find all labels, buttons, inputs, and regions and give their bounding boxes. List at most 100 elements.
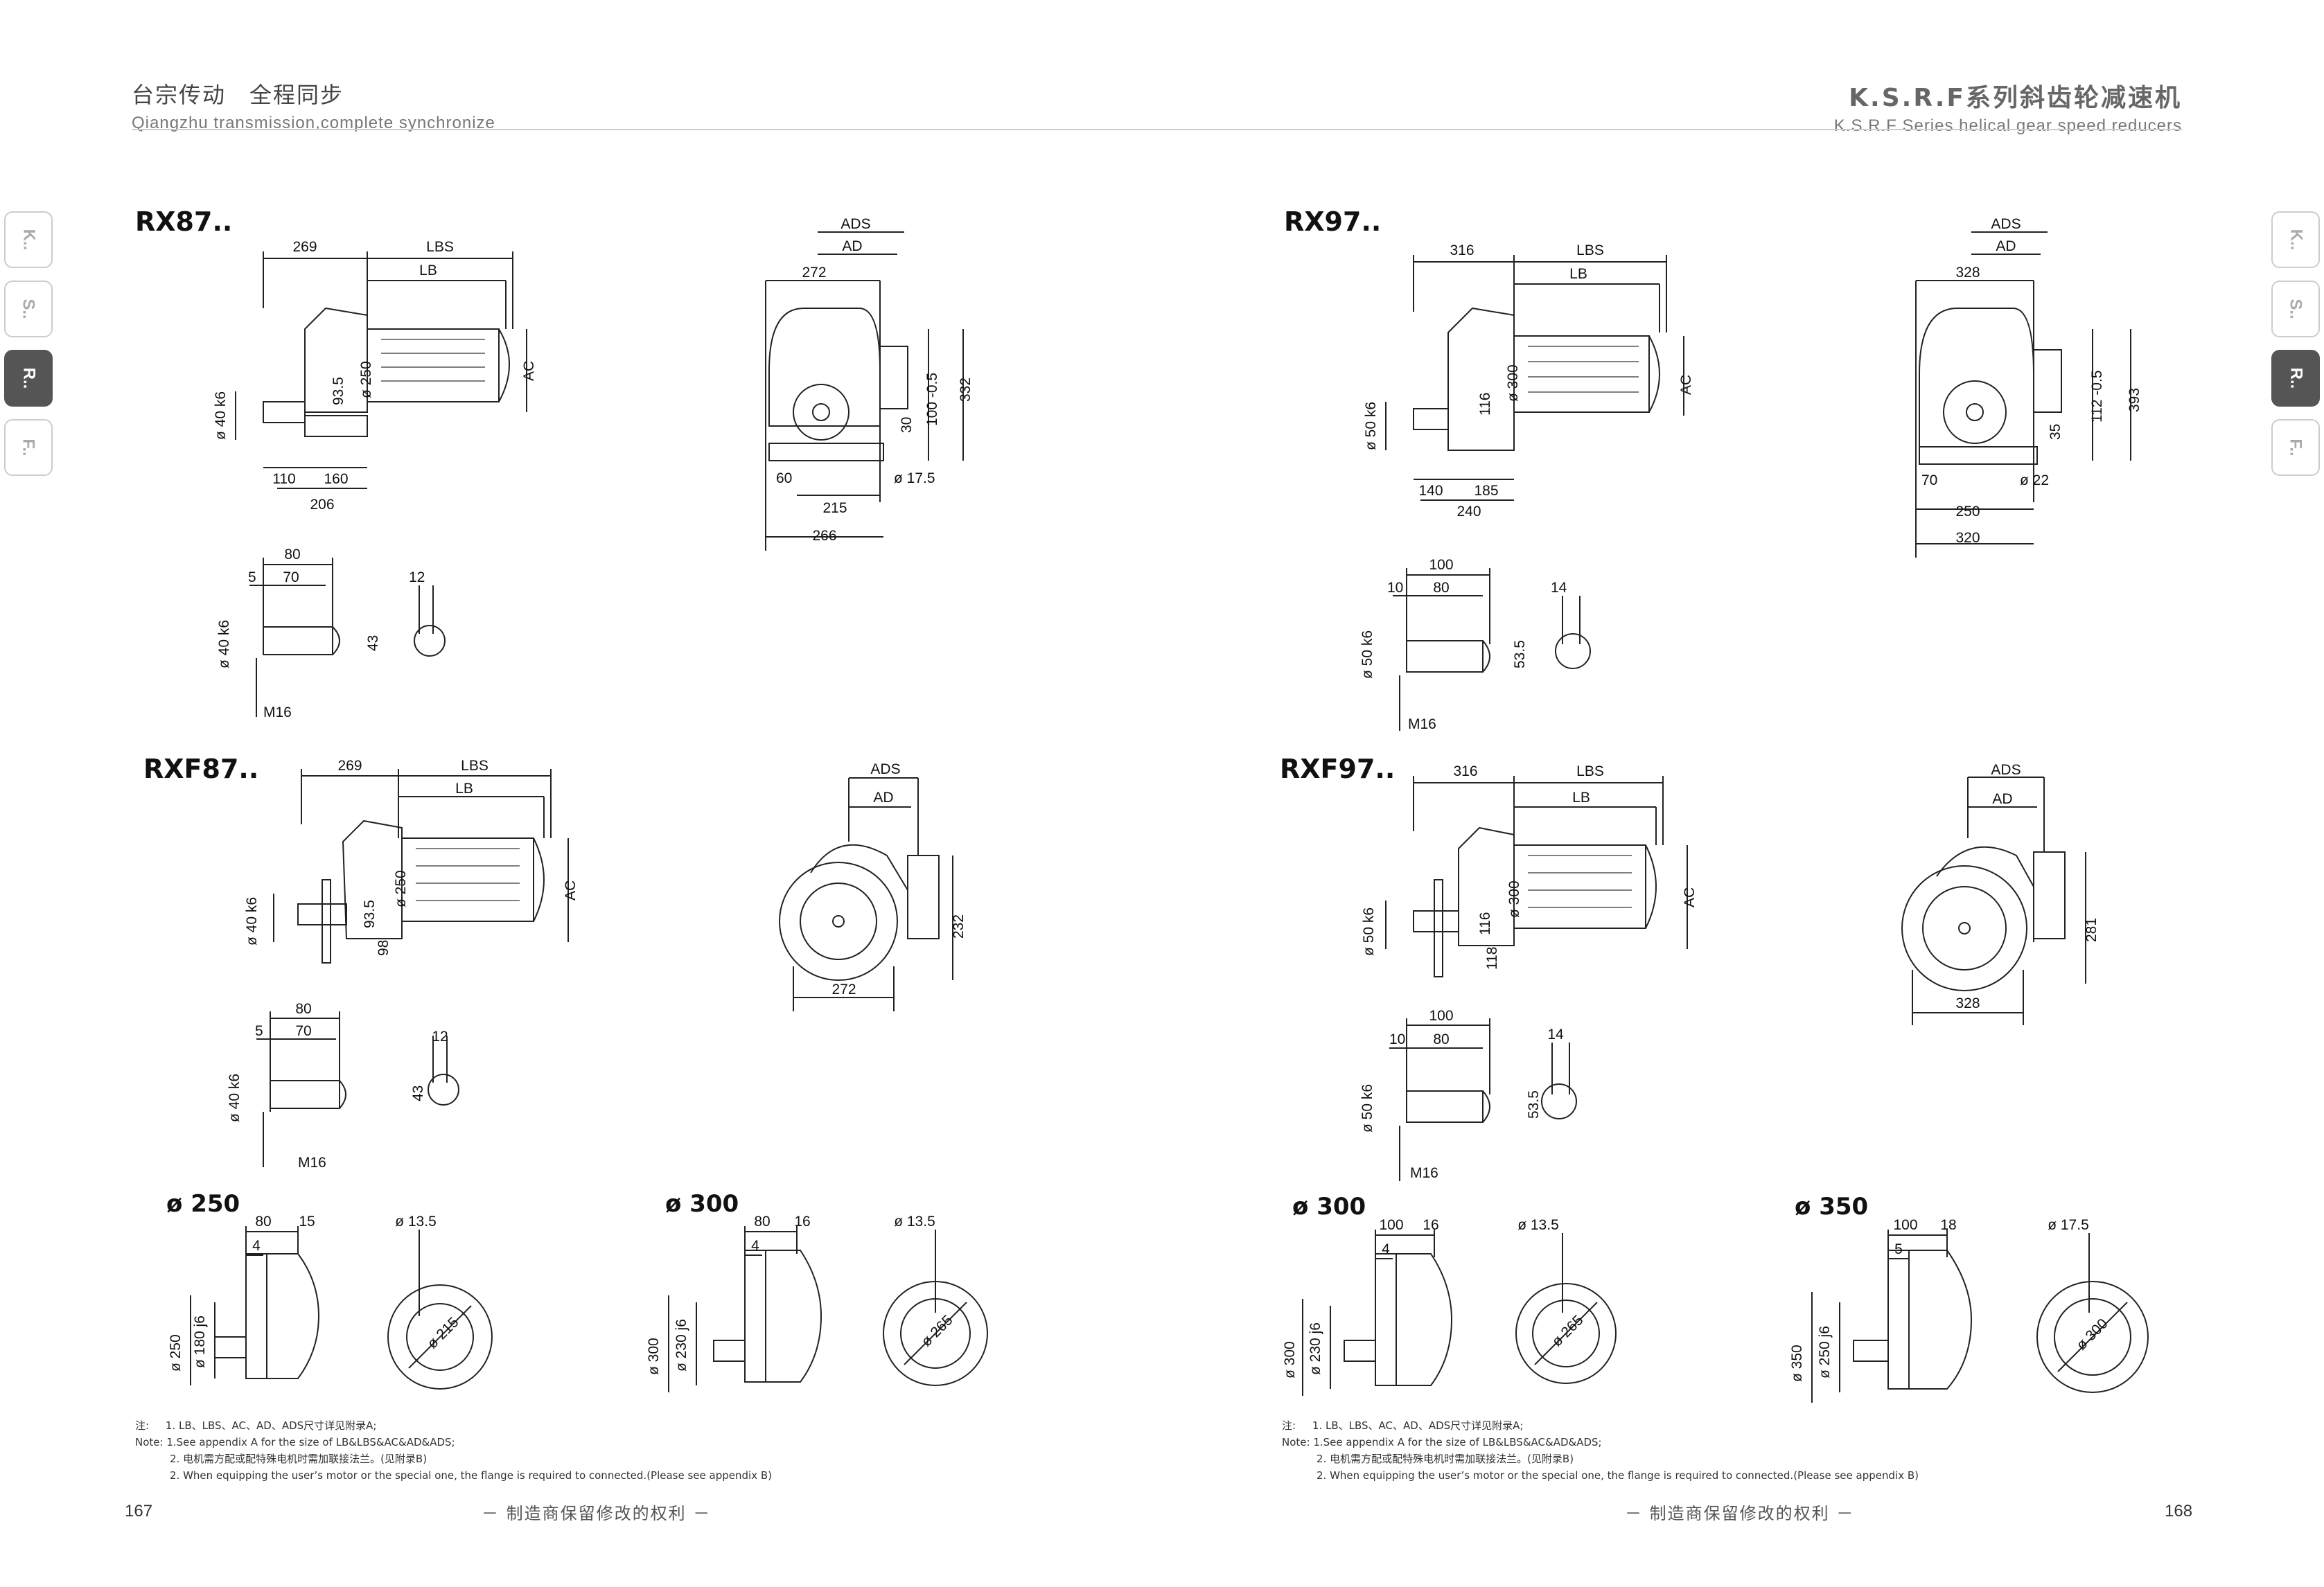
dim-shaft-dia: ø 40 k6	[244, 897, 260, 946]
dim-lb: LB	[419, 263, 437, 278]
dim-ac: AC	[1682, 887, 1698, 907]
shaft-thread: M16	[1408, 716, 1436, 732]
shaft-kh: 53.5	[1512, 640, 1528, 668]
dim-shaft-dia: ø 40 k6	[213, 391, 229, 440]
flange-hole: ø 13.5	[894, 1214, 935, 1230]
dim-len-a: 269	[337, 758, 362, 774]
flange-c: 4	[1382, 1241, 1390, 1257]
shaft-l2: 10	[1389, 1031, 1405, 1047]
flange-title-1: ø 250	[166, 1190, 240, 1218]
shaft-kh: 43	[410, 1085, 426, 1101]
catalog-title-en: K.S.R.F Series helical gear speed reduce…	[1833, 116, 2182, 135]
tab-k[interactable]: K..	[2271, 211, 2320, 268]
dim-h2: 98	[376, 940, 391, 956]
shaft-kh: 43	[365, 635, 381, 651]
dim-len-a: 269	[292, 239, 317, 255]
rx87-side-view: 269 LBS LB AC ø 40 k6 93.5 ø 250 110 160…	[213, 239, 537, 513]
flange-detail-3: 100 16 4 ø 300 ø 230 j6 ø 13.5 ø 265	[1282, 1217, 1617, 1396]
notes-left: 注: 1. LB、LBS、AC、AD、ADS尺寸详见附录A; Note: 1.S…	[135, 1419, 772, 1482]
shaft-l2: 5	[255, 1023, 263, 1039]
dim-h: 116	[1477, 912, 1493, 935]
tab-r[interactable]: R..	[2271, 350, 2320, 407]
dim-h2: 112 -0.5	[2089, 371, 2105, 423]
tab-k[interactable]: K..	[4, 211, 53, 268]
dim-b1: 110	[272, 471, 295, 487]
header-left: 台宗传动 全程同步 Qiangzhu transmission,complete…	[132, 78, 495, 133]
flange-hole: ø 13.5	[1517, 1217, 1559, 1233]
dim-lb: LB	[1569, 266, 1587, 282]
tab-f[interactable]: F..	[4, 419, 53, 476]
rxf97-front-view: ADS AD 281 328	[1901, 762, 2099, 1025]
rx97-front-view: ADS AD 328 35 112 -0.5 393 70 ø 22 250 3…	[1915, 216, 2142, 558]
dim-w: 328	[1955, 995, 1980, 1011]
rx97-side-view: 316 LBS LB AC ø 50 k6 116 ø 300 140 185 …	[1363, 242, 1694, 520]
shaft-l1: 100	[1429, 1008, 1453, 1024]
flange-b: 18	[1940, 1217, 1956, 1233]
flange-d1: ø 300	[1282, 1341, 1298, 1378]
shaft-key: 14	[1547, 1027, 1564, 1043]
dim-b3: 240	[1456, 504, 1481, 520]
header-divider	[132, 129, 2182, 130]
dim-hole: ø 22	[2020, 472, 2049, 488]
tab-s[interactable]: S..	[2271, 281, 2320, 337]
flange-b: 16	[794, 1214, 810, 1230]
section-title-rxf87: RXF87..	[143, 754, 259, 784]
side-tabs-left: K.. S.. R.. F..	[4, 211, 53, 488]
shaft-l3: 70	[283, 569, 299, 585]
dim-ads: ADS	[840, 216, 870, 232]
flange-d2: ø 180 j6	[192, 1315, 208, 1368]
flange-a: 100	[1893, 1217, 1917, 1233]
tab-s[interactable]: S..	[4, 281, 53, 337]
dim-ad: AD	[842, 238, 862, 254]
dim-lbs: LBS	[426, 239, 454, 255]
dim-w2: 215	[822, 500, 847, 516]
dim-h: 93.5	[362, 900, 378, 928]
shaft-l3: 70	[295, 1023, 311, 1039]
header-right: K.S.R.F系列斜齿轮减速机 K.S.R.F Series helical g…	[1834, 78, 2182, 136]
dim-h: 93.5	[331, 377, 346, 405]
section-title-rx87: RX87..	[135, 206, 233, 237]
dim-ad: AD	[1992, 791, 2012, 807]
shaft-key: 12	[409, 569, 425, 585]
flange-hole: ø 17.5	[2048, 1217, 2089, 1233]
dim-ac: AC	[563, 880, 579, 901]
flange-hole: ø 13.5	[395, 1214, 437, 1230]
flange-a: 80	[754, 1214, 770, 1230]
flange-detail-4: 100 18 5 ø 350 ø 250 j6 ø 17.5 ø 300	[1789, 1217, 2149, 1403]
shaft-l2: 5	[248, 569, 256, 585]
dim-flange-dia: ø 250	[393, 870, 409, 907]
dim-w: 328	[1955, 265, 1980, 281]
flange-title-4: ø 350	[1795, 1193, 1869, 1221]
shaft-kh: 53.5	[1526, 1090, 1542, 1119]
rx87-shaft-detail: 80 5 70 12 ø 40 k6 43 M16	[216, 547, 446, 720]
page-number-left: 167	[125, 1502, 153, 1520]
shaft-key: 12	[432, 1029, 448, 1045]
flange-c: 4	[252, 1238, 261, 1254]
flange-detail-2: 80 16 4 ø 300 ø 230 j6 ø 13.5 ø 265	[646, 1214, 988, 1392]
dim-flange-dia: ø 250	[358, 361, 374, 398]
dim-ads: ADS	[870, 761, 900, 777]
dim-ac: AC	[521, 361, 537, 381]
dim-lbs: LBS	[461, 758, 488, 774]
dim-ad: AD	[873, 790, 893, 806]
page-number-right: 168	[2165, 1502, 2193, 1520]
shaft-thread: M16	[1410, 1165, 1438, 1181]
dim-lb: LB	[455, 781, 473, 797]
dim-b3: 206	[310, 497, 334, 513]
side-tabs-right: K.. S.. R.. F..	[2271, 211, 2320, 488]
dim-b2: 185	[1474, 483, 1498, 499]
shaft-dia: ø 40 k6	[227, 1074, 243, 1122]
rights-notice-left: － 制造商保留修改的权利 －	[482, 1504, 712, 1523]
dim-b2: 160	[324, 471, 348, 487]
shaft-l1: 80	[295, 1001, 311, 1017]
notes-right: 注: 1. LB、LBS、AC、AD、ADS尺寸详见附录A; Note: 1.S…	[1282, 1419, 1919, 1482]
flange-d2: ø 230 j6	[674, 1319, 689, 1372]
dim-lb: LB	[1572, 790, 1590, 806]
dim-lbs: LBS	[1576, 763, 1604, 779]
dim-b1: 140	[1418, 483, 1443, 499]
tab-f[interactable]: F..	[2271, 419, 2320, 476]
dim-ac: AC	[1678, 375, 1694, 395]
tab-r[interactable]: R..	[4, 350, 53, 407]
rxf97-side-view: 316 LBS LB AC ø 50 k6 116 118 ø 300	[1361, 763, 1698, 977]
rxf87-front-view: ADS AD 232 272	[779, 761, 967, 1011]
